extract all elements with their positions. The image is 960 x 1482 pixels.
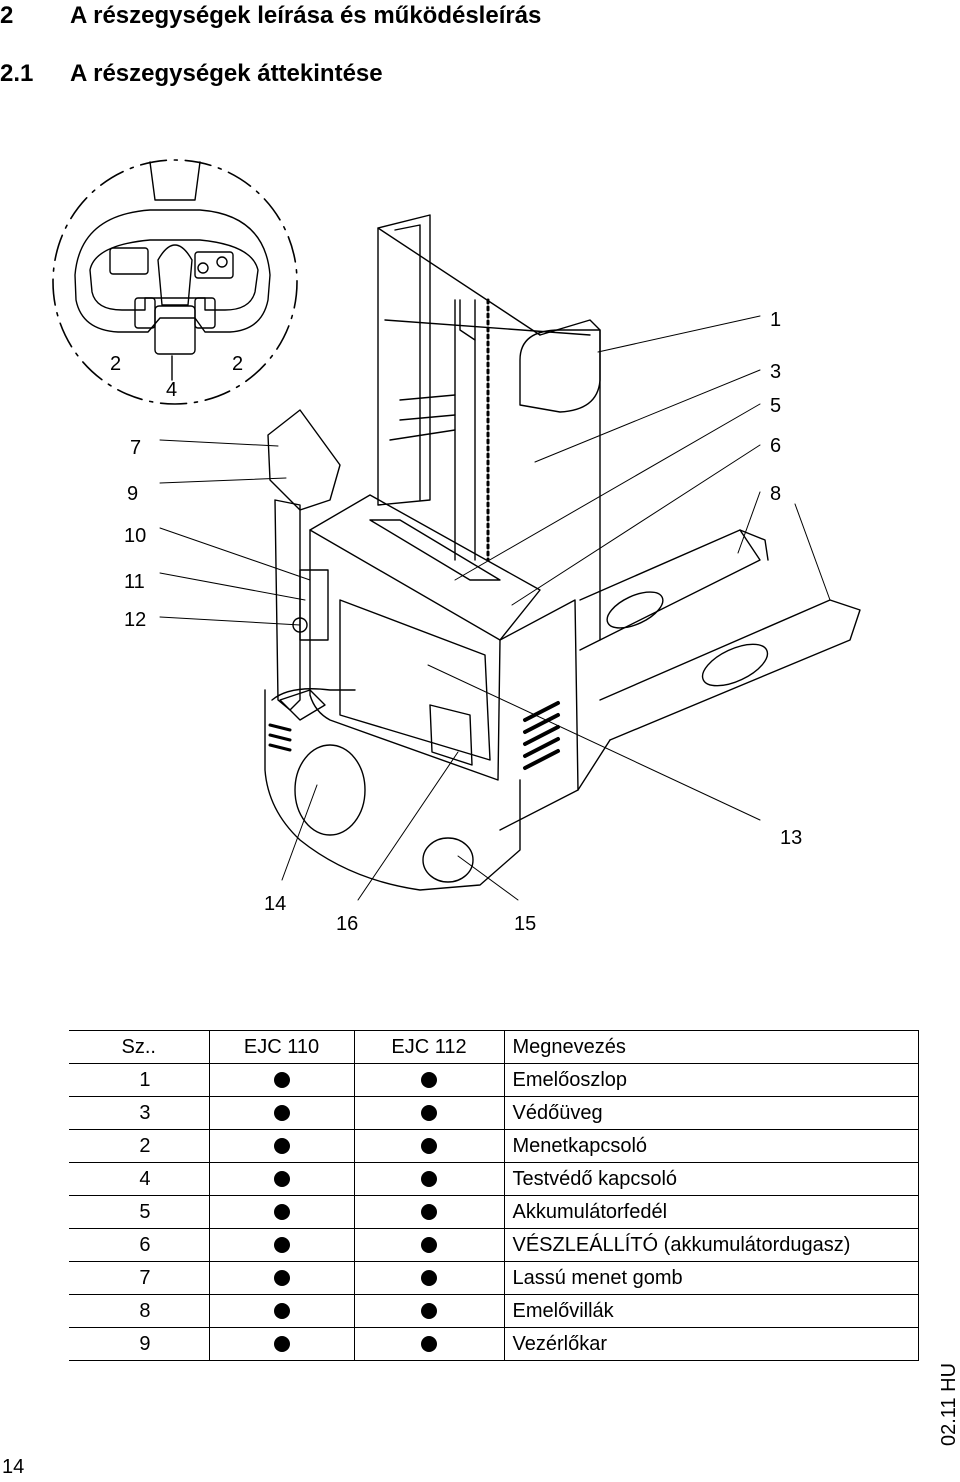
row-number: 5	[69, 1195, 210, 1229]
row-number: 4	[69, 1162, 210, 1196]
availability-model-1	[208, 1129, 355, 1163]
component-name: Menetkapcsoló	[503, 1129, 919, 1163]
row-number: 8	[69, 1294, 210, 1328]
table-row: 6 VÉSZLEÁLLÍTÓ (akkumulátordugasz)	[69, 1228, 919, 1262]
forks	[577, 529, 861, 791]
callout-7: 7	[130, 437, 141, 459]
header-model-2: EJC 112	[353, 1030, 505, 1064]
tiller-arm	[267, 409, 341, 721]
table-row: 2 Menetkapcsoló	[69, 1129, 919, 1163]
table-row: 7 Lassú menet gomb	[69, 1261, 919, 1295]
availability-model-2	[353, 1129, 505, 1163]
section-title: A részegységek áttekintése	[70, 60, 383, 87]
chapter-number: 2	[0, 2, 14, 29]
parts-table: Sz.. EJC 110 EJC 112 Megnevezés 1 Emelőos…	[69, 1030, 919, 1361]
header-name: Megnevezés	[503, 1030, 919, 1064]
mast	[377, 214, 601, 651]
callout-10: 10	[124, 525, 146, 547]
component-name: Lassú menet gomb	[503, 1261, 919, 1295]
availability-model-2	[353, 1096, 505, 1130]
availability-model-1	[208, 1162, 355, 1196]
bullet-icon	[421, 1237, 437, 1254]
callout-2b: 2	[232, 353, 243, 375]
component-name: Védőüveg	[503, 1096, 919, 1130]
callout-16: 16	[336, 913, 358, 935]
availability-model-1	[208, 1294, 355, 1328]
component-name: Emelővillák	[503, 1294, 919, 1328]
availability-model-2	[353, 1063, 505, 1097]
availability-model-1	[208, 1327, 355, 1361]
availability-model-1	[208, 1228, 355, 1262]
callout-labels: 1 3 5 6 8 7 9 10 11 12 13 14 15 16	[124, 309, 802, 935]
callout-4: 4	[166, 379, 177, 401]
row-number: 9	[69, 1327, 210, 1361]
callout-1: 1	[770, 309, 781, 331]
availability-model-1	[208, 1096, 355, 1130]
section-number: 2.1	[0, 60, 34, 87]
availability-model-2	[353, 1228, 505, 1262]
table-row: 1 Emelőoszlop	[69, 1063, 919, 1097]
bullet-icon	[421, 1204, 437, 1221]
callout-14: 14	[264, 893, 286, 915]
bullet-icon	[273, 1237, 290, 1254]
chapter-title: A részegységek leírása és működésleírás	[70, 2, 542, 29]
component-name: Emelőoszlop	[503, 1063, 919, 1097]
truck-body	[264, 494, 579, 891]
callout-6: 6	[770, 435, 781, 457]
bullet-icon	[421, 1270, 437, 1287]
edition-date: 02.11 HU	[938, 1362, 960, 1446]
availability-model-1	[208, 1261, 355, 1295]
availability-model-2	[353, 1327, 505, 1361]
table-row: 3 Védőüveg	[69, 1096, 919, 1130]
callout-15: 15	[514, 913, 536, 935]
table-row: 8 Emelővillák	[69, 1294, 919, 1328]
callout-11: 11	[124, 571, 145, 593]
component-name: Akkumulátorfedél	[503, 1195, 919, 1229]
availability-model-2	[353, 1261, 505, 1295]
bullet-icon	[421, 1072, 437, 1089]
bullet-icon	[273, 1303, 290, 1320]
bullet-icon	[273, 1270, 290, 1287]
callout-13: 13	[780, 827, 802, 849]
callout-5: 5	[770, 395, 781, 417]
availability-model-1	[208, 1195, 355, 1229]
bullet-icon	[273, 1138, 290, 1155]
callout-2a: 2	[110, 353, 121, 375]
callout-12: 12	[124, 609, 146, 631]
table-row: 4 Testvédő kapcsoló	[69, 1162, 919, 1196]
callout-3: 3	[770, 361, 781, 383]
table-row: 5 Akkumulátorfedél	[69, 1195, 919, 1229]
bullet-icon	[421, 1336, 437, 1353]
availability-model-2	[353, 1294, 505, 1328]
bullet-icon	[421, 1303, 437, 1320]
leader-lines	[159, 315, 831, 901]
availability-model-2	[353, 1195, 505, 1229]
row-number: 3	[69, 1096, 210, 1130]
bullet-icon	[273, 1336, 290, 1353]
page-number: 14	[2, 1456, 25, 1478]
bullet-icon	[273, 1171, 290, 1188]
bullet-icon	[421, 1105, 437, 1122]
header-model-1: EJC 110	[208, 1030, 355, 1064]
callout-9: 9	[127, 483, 138, 505]
availability-model-2	[353, 1162, 505, 1196]
tiller-head-detail	[52, 159, 298, 405]
row-number: 7	[69, 1261, 210, 1295]
row-number: 6	[69, 1228, 210, 1262]
callout-8: 8	[770, 483, 781, 505]
bullet-icon	[421, 1138, 437, 1155]
component-name: VÉSZLEÁLLÍTÓ (akkumulátordugasz)	[503, 1228, 919, 1262]
bullet-icon	[421, 1171, 437, 1188]
component-name: Vezérlőkar	[503, 1327, 919, 1361]
pallet-truck-illustration: 2 2 4	[52, 159, 861, 935]
component-name: Testvédő kapcsoló	[503, 1162, 919, 1196]
availability-model-1	[208, 1063, 355, 1097]
bullet-icon	[273, 1105, 290, 1122]
bullet-icon	[273, 1204, 290, 1221]
row-number: 2	[69, 1129, 210, 1163]
table-row: 9 Vezérlőkar	[69, 1327, 919, 1361]
header-nr: Sz..	[69, 1030, 210, 1064]
row-number: 1	[69, 1063, 210, 1097]
bullet-icon	[273, 1072, 290, 1089]
